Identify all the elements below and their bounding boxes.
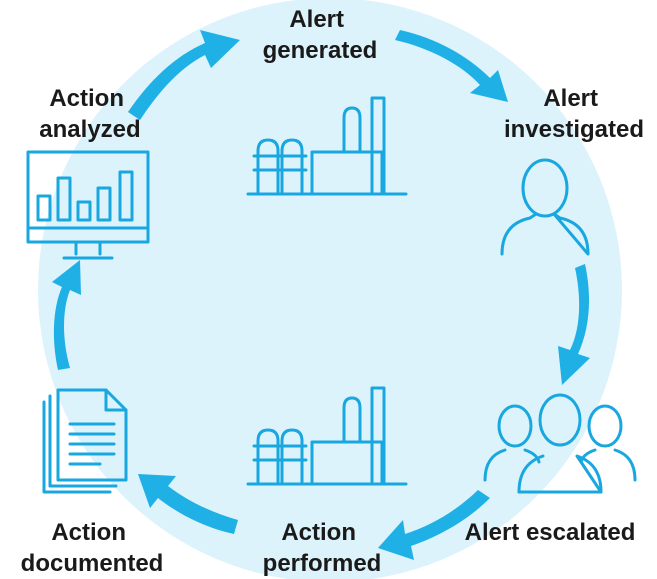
factory-icon [246,96,408,196]
arrow-escalated-to-performed [378,490,490,560]
label-action-documented: Action documented [21,519,164,577]
monitor-chart-icon [26,150,150,260]
arrow-generated-to-investigated [395,30,508,102]
background-circle [38,0,622,579]
label-action-analyzed: Action analyzed [39,85,140,143]
user-group-icon [483,393,637,494]
user-icon [500,158,590,256]
documents-icon [42,388,128,494]
label-action-performed: Action performed [263,519,382,577]
arrow-investigated-to-escalated [558,264,590,385]
arrow-documented-to-analyzed [52,260,81,370]
label-alert-escalated: Alert escalated [465,519,636,546]
label-alert-generated: Alert generated [263,6,378,64]
arrow-analyzed-to-generated [128,30,240,120]
arrow-performed-to-documented [138,474,238,534]
factory-icon [246,386,408,486]
label-alert-investigated: Alert investigated [504,85,644,143]
